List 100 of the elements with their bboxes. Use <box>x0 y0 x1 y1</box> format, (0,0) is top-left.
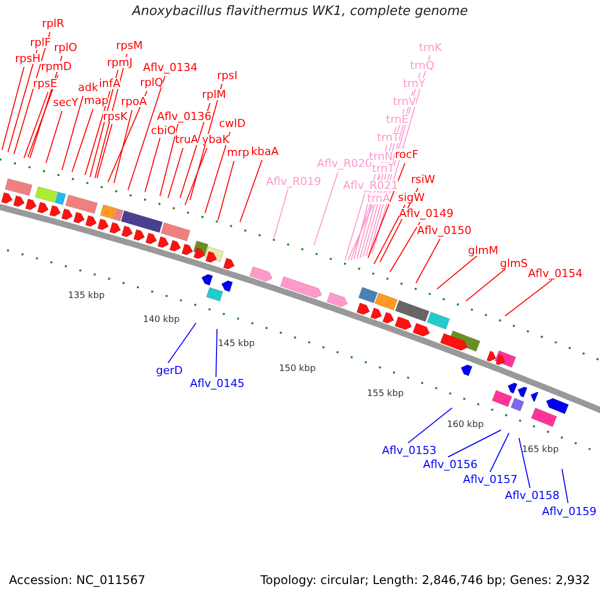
gene-label: rpmD <box>41 61 72 72</box>
gene-label: Aflv_R021 <box>343 180 398 191</box>
footer-text: Accession: NC_011567 <box>9 575 146 586</box>
leader-line <box>314 172 338 246</box>
leader-line <box>408 408 452 444</box>
gene-label: trnT <box>372 163 394 174</box>
gene-label: trnQ <box>410 60 434 71</box>
gene-label: Aflv_0154 <box>528 268 582 279</box>
leader-line <box>114 110 132 184</box>
gene-label: glmM <box>468 245 498 256</box>
gene-label: adk <box>78 82 98 93</box>
gene-label: Aflv_0145 <box>190 378 244 389</box>
gene-label: rpsH <box>15 53 41 64</box>
leader-line <box>14 32 50 154</box>
gene-label: rplQ <box>140 77 164 88</box>
gene-label: Aflv_0156 <box>423 459 478 470</box>
leader-line <box>218 160 234 220</box>
gene-label: trnV <box>393 96 416 107</box>
gene-label: map <box>84 95 108 106</box>
gene-label: Aflv_0150 <box>417 225 472 236</box>
gene-label: rpoA <box>121 96 147 107</box>
leader-line <box>240 160 262 222</box>
gene-label: Aflv_0159 <box>542 506 596 517</box>
gene-label: cwlD <box>219 118 246 129</box>
leader-line <box>348 204 374 260</box>
gene-label: rpsK <box>103 111 128 122</box>
leader-line <box>448 430 502 458</box>
leader-line <box>518 438 530 488</box>
leader-line <box>72 108 94 172</box>
gene-label: trnT <box>377 132 400 143</box>
leader-line <box>184 148 208 206</box>
gene-label: mrp <box>227 147 250 158</box>
leader-line <box>144 138 160 192</box>
leader-line <box>180 102 210 198</box>
gene-label: rpmJ <box>107 57 132 68</box>
leader-line <box>344 192 366 260</box>
leader-line <box>128 76 166 190</box>
diagram-title: Anoxybacillus flavithermus WK1, complete genome <box>132 6 468 17</box>
gene-label: rplR <box>42 18 64 29</box>
scale-label: 135 kbp <box>68 291 105 302</box>
leader-line <box>24 92 48 158</box>
leader-line <box>96 124 112 178</box>
gene-label: rplM <box>202 89 226 100</box>
leader-line <box>108 90 148 182</box>
gene-label: Aflv_R019 <box>266 176 322 187</box>
leader-line <box>8 50 38 152</box>
leader-line <box>46 110 62 164</box>
gene-label: Aflv_0134 <box>143 62 198 73</box>
leader-line <box>504 280 552 316</box>
gene-label: rpsI <box>217 70 238 81</box>
leader-line <box>168 148 184 198</box>
gene-label: glmS <box>500 258 528 269</box>
gene-label: trnK <box>419 42 442 53</box>
gene-label: rpsE <box>33 78 58 89</box>
gene-label: trnA <box>367 193 390 204</box>
scale-label: 150 kbp <box>279 364 316 375</box>
gene-label: truA <box>175 134 198 145</box>
leader-line <box>204 132 230 214</box>
gene-label: Aflv_0158 <box>505 490 560 501</box>
gene-label: cbiO <box>151 125 176 136</box>
gene-label: infA <box>99 78 120 89</box>
gene-label: rsiW <box>411 174 436 185</box>
gene-label: kbaA <box>251 146 279 157</box>
leader-line <box>28 74 58 158</box>
leader-line <box>160 124 178 196</box>
leader-line <box>2 66 24 150</box>
leader-line <box>368 162 406 258</box>
gene-label: rocF <box>395 149 418 160</box>
gene-label: Aflv_0153 <box>382 445 436 456</box>
gene-label: secY <box>53 97 78 108</box>
gene-label: trnY <box>403 78 426 89</box>
leader-line <box>168 322 196 364</box>
gene-label: rplF <box>30 37 51 48</box>
leader-line <box>562 468 568 504</box>
gene-label: sigW <box>398 192 425 203</box>
gene-label: trnN <box>369 151 393 162</box>
gene-label: rplO <box>54 42 78 53</box>
gene-label: Aflv_0136 <box>157 111 212 122</box>
scale-label: 165 kbp <box>522 445 559 456</box>
gene-label: rpsM <box>116 40 143 51</box>
leader-line <box>274 188 288 238</box>
leader-line <box>216 328 218 378</box>
leader-line <box>62 96 84 170</box>
gene-label: gerD <box>156 365 183 376</box>
scale-label: 140 kbp <box>143 315 180 326</box>
leader-line <box>390 222 420 272</box>
gene-label: Aflv_0157 <box>463 474 518 485</box>
gene-label: Aflv_R020 <box>317 158 372 169</box>
leader-line <box>374 204 406 264</box>
leader-line <box>84 90 110 176</box>
leader-line <box>436 254 478 290</box>
gene-label: ybaK <box>202 134 230 145</box>
scale-label: 160 kbp <box>447 420 484 431</box>
scale-label: 145 kbp <box>218 339 255 350</box>
gene-label: Aflv_0149 <box>399 208 454 219</box>
scale-label: 155 kbp <box>367 389 404 400</box>
leader-line <box>416 238 440 284</box>
leader-line <box>490 432 510 472</box>
gene-label: trnE <box>386 114 409 125</box>
footer-text: Topology: circular; Length: 2,846,746 bp; Genes: 2,932 <box>260 575 590 586</box>
